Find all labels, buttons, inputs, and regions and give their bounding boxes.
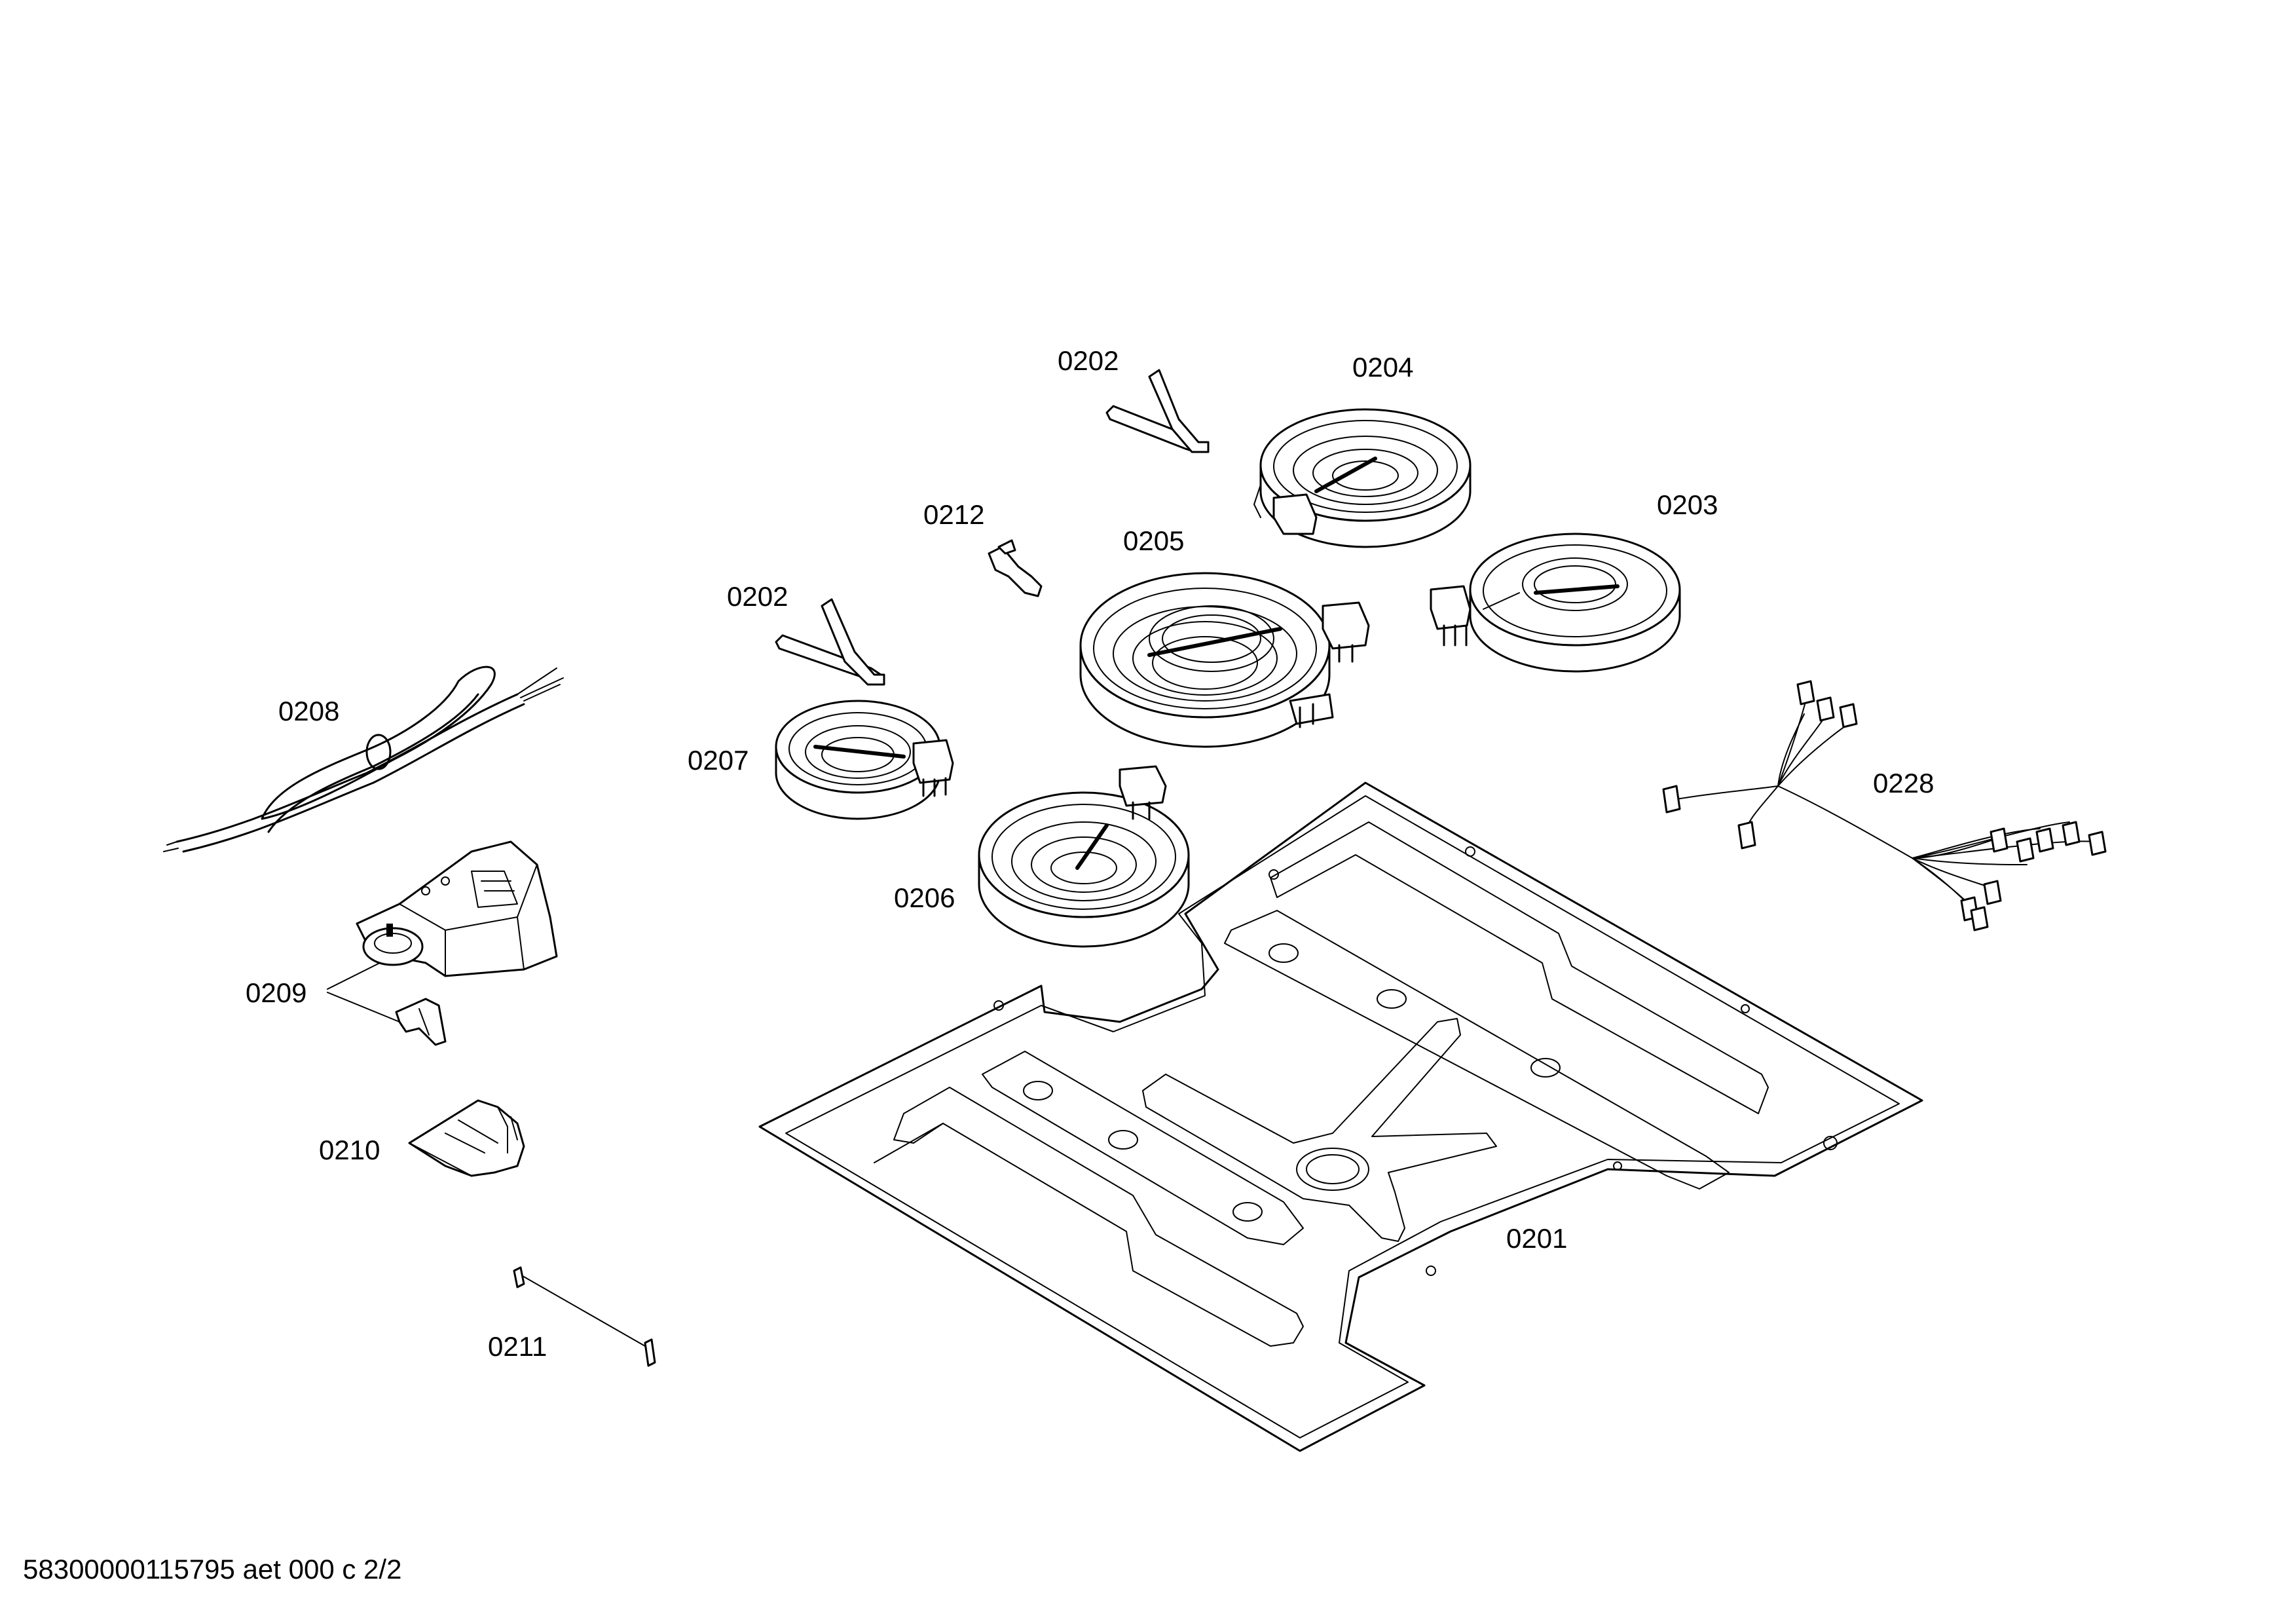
label-0202-upper: 0202 [1058, 345, 1119, 376]
part-0228-wiring-harness [1662, 680, 2107, 931]
label-0206: 0206 [894, 882, 955, 913]
leader-0209-a [327, 962, 380, 990]
part-0205-dual-hotplate [1079, 572, 1370, 748]
label-0208: 0208 [278, 696, 339, 726]
part-0202-bracket-lower [775, 598, 885, 686]
harness-connectors [1662, 680, 2107, 931]
part-0211-wire-link [513, 1266, 656, 1367]
label-0212: 0212 [923, 499, 984, 530]
part-0212-clip [988, 539, 1043, 597]
label-0205: 0205 [1123, 525, 1184, 556]
label-0209: 0209 [246, 977, 306, 1008]
part-0209-terminal-block [356, 840, 558, 977]
part-0202-bracket-upper [1105, 369, 1210, 453]
label-0210: 0210 [319, 1135, 380, 1165]
part-0207-small-hotplate [775, 700, 954, 820]
label-0204: 0204 [1352, 352, 1413, 383]
part-0201-base-tray [758, 781, 1923, 1452]
document-id: 58300000115795 aet 000 c 2/2 [23, 1554, 401, 1585]
part-0203-hotplate [1430, 533, 1681, 673]
part-0210-cover [408, 1099, 525, 1177]
label-0201: 0201 [1506, 1223, 1567, 1254]
part-0209-clip [395, 998, 447, 1046]
label-0207: 0207 [688, 745, 749, 776]
part-0204-hotplate [1253, 408, 1472, 548]
label-0203: 0203 [1657, 489, 1718, 520]
label-0202-lower: 0202 [727, 581, 788, 612]
label-0228: 0228 [1873, 768, 1934, 798]
part-0206-hotplate [978, 765, 1190, 948]
leader-0209-b [327, 992, 400, 1023]
part-0208-cable [163, 666, 564, 853]
label-0211: 0211 [488, 1331, 547, 1362]
